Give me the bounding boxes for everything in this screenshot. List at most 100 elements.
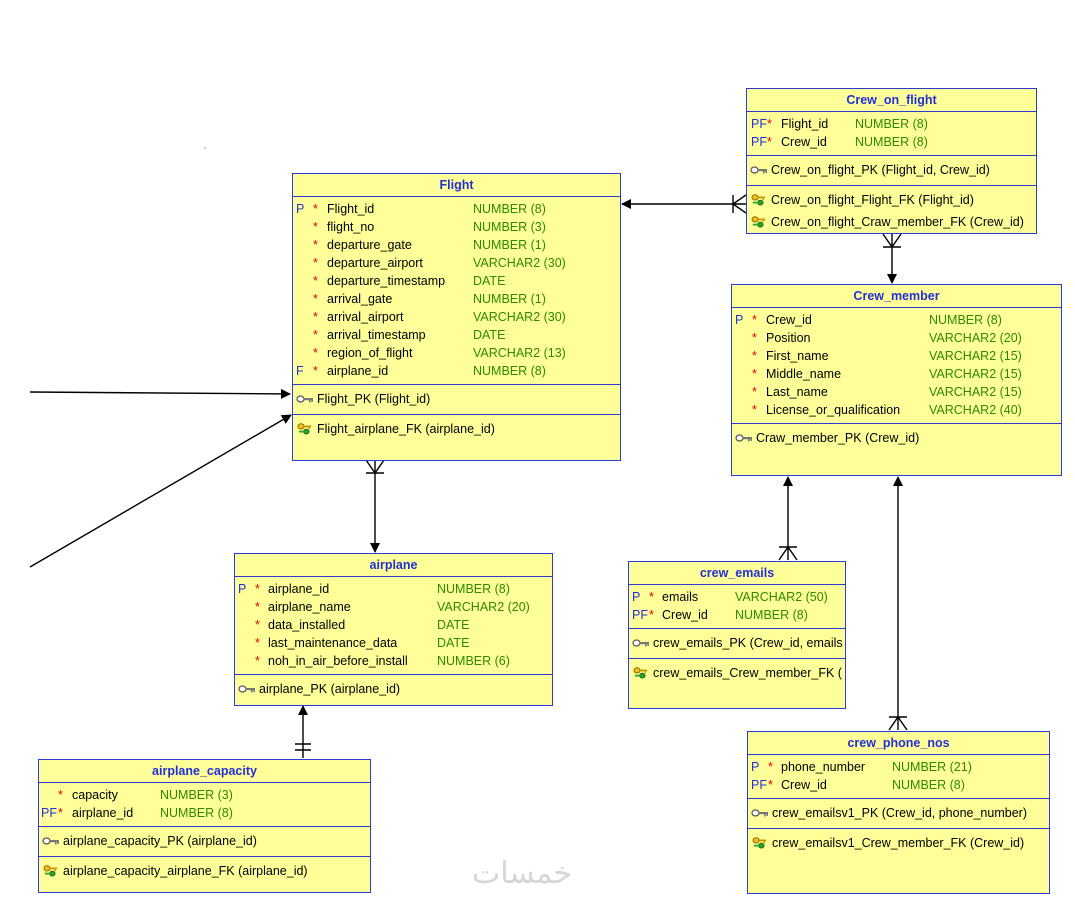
column-name: airplane_id — [72, 806, 134, 820]
foreign-key-constraint[interactable]: crew_emails_Crew_member_FK ( — [629, 662, 845, 684]
primary-key-constraint[interactable]: Flight_PK (Flight_id) — [293, 388, 620, 410]
primary-key-list: crew_emailsv1_PK (Crew_id, phone_number) — [748, 799, 1049, 829]
primary-key-constraint[interactable]: crew_emails_PK (Crew_id, emails — [629, 632, 845, 654]
mandatory-marker: * — [255, 618, 260, 632]
column-name: arrival_timestamp — [327, 328, 426, 342]
column-name: First_name — [766, 349, 829, 363]
column-type: VARCHAR2 (15) — [929, 385, 1022, 399]
column-type: VARCHAR2 (30) — [473, 256, 566, 270]
foreign-key-constraint[interactable]: Crew_on_flight_Craw_member_FK (Crew_id) — [747, 211, 1036, 233]
mandatory-marker: * — [752, 313, 757, 327]
mandatory-marker: * — [313, 202, 318, 216]
foreign-key-constraint[interactable]: crew_emailsv1_Crew_member_FK (Crew_id) — [748, 832, 1049, 854]
primary-key-icon — [751, 809, 768, 817]
mandatory-marker: * — [649, 608, 654, 622]
mandatory-marker: * — [313, 256, 318, 270]
column-name: Flight_id — [327, 202, 375, 216]
mandatory-marker: * — [313, 364, 318, 378]
primary-key-icon — [750, 166, 767, 174]
foreign-key-constraint[interactable]: airplane_capacity_airplane_FK (airplane_… — [39, 860, 370, 882]
constraint-label: Crew_on_flight_PK (Flight_id, Crew_id) — [771, 163, 990, 177]
column-name: Middle_name — [766, 367, 842, 381]
key-flag: PF — [751, 117, 767, 131]
mandatory-marker: * — [313, 346, 318, 360]
primary-key-constraint[interactable]: Crew_on_flight_PK (Flight_id, Crew_id) — [747, 159, 1036, 181]
primary-key-list: Craw_member_PK (Crew_id) — [732, 424, 1061, 453]
mandatory-marker: * — [255, 600, 260, 614]
column-type: VARCHAR2 (50) — [735, 590, 828, 604]
column-type: VARCHAR2 (13) — [473, 346, 566, 360]
column-name: arrival_gate — [327, 292, 393, 306]
mandatory-marker: * — [255, 582, 260, 596]
foreign-key-constraint[interactable]: Crew_on_flight_Flight_FK (Flight_id) — [747, 189, 1036, 211]
column-name: capacity — [72, 788, 118, 802]
rel-offscreen-to-flight-1 — [29, 388, 291, 399]
mandatory-marker: * — [58, 788, 63, 802]
column-name: airplane_name — [268, 600, 351, 614]
column-type: NUMBER (8) — [473, 202, 546, 216]
primary-key-constraint[interactable]: crew_emailsv1_PK (Crew_id, phone_number) — [748, 802, 1049, 824]
key-flag: PF — [751, 135, 767, 149]
primary-key-constraint[interactable]: airplane_capacity_PK (airplane_id) — [39, 830, 370, 852]
column-name: flight_no — [327, 220, 375, 234]
foreign-key-icon — [43, 865, 58, 877]
foreign-key-list: Crew_on_flight_Flight_FK (Flight_id)Crew… — [747, 186, 1036, 237]
primary-key-constraint[interactable]: airplane_PK (airplane_id) — [235, 678, 552, 700]
foreign-key-constraint[interactable]: Flight_airplane_FK (airplane_id) — [293, 418, 620, 440]
constraint-label: crew_emails_Crew_member_FK ( — [653, 666, 842, 680]
primary-key-constraint[interactable]: Craw_member_PK (Crew_id) — [732, 427, 1061, 449]
mandatory-marker: * — [768, 760, 773, 774]
foreign-key-icon — [751, 194, 766, 206]
table-title: Crew_member — [732, 285, 1061, 308]
foreign-key-list: airplane_capacity_airplane_FK (airplane_… — [39, 857, 370, 886]
column-name: emails — [662, 590, 699, 604]
crowfoot-crew-phone — [888, 715, 908, 731]
column-name: departure_gate — [327, 238, 412, 252]
constraint-label: crew_emailsv1_Crew_member_FK (Crew_id) — [772, 836, 1025, 850]
column-name: Position — [766, 331, 811, 345]
constraint-label: Flight_PK (Flight_id) — [317, 392, 431, 406]
column-type: NUMBER (8) — [855, 117, 928, 131]
table-title: Flight — [293, 174, 620, 197]
stray-dot — [204, 147, 206, 149]
column-name: Crew_id — [781, 778, 827, 792]
column-name: airplane_id — [268, 582, 330, 596]
column-type: VARCHAR2 (15) — [929, 367, 1022, 381]
